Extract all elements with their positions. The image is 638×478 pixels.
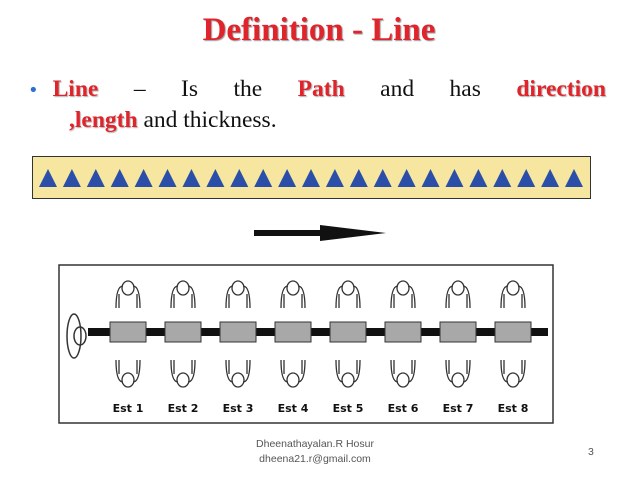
triangle-icon (86, 169, 105, 187)
triangle-icon (517, 169, 536, 187)
triangle-icon (541, 169, 560, 187)
worker-icon (335, 359, 361, 388)
triangle-row (39, 169, 583, 187)
station-label: Est 4 (278, 402, 309, 415)
keyword-path: Path (297, 76, 345, 102)
workstation (439, 321, 477, 343)
station-label: Est 1 (113, 402, 144, 415)
triangle-icon (397, 169, 416, 187)
keyword-line: Line (52, 76, 99, 102)
station-label: Est 8 (498, 402, 529, 415)
triangle-icon (421, 169, 440, 187)
triangle-icon (302, 169, 320, 187)
assembly-line-diagram: Est 1 Est 2 Est 3 Est 4 Est 5 Est 6 Est 7 Est 8 (58, 264, 554, 424)
author-email: dheena21.r@gmail.com (259, 453, 371, 465)
worker-icon (445, 359, 471, 388)
conveyor-belt (88, 328, 548, 336)
worker-icon (225, 359, 251, 388)
operator-icon (66, 313, 87, 359)
word-the: the (233, 76, 263, 102)
word-and: and (380, 76, 415, 102)
worker-icon (390, 280, 416, 309)
triangle-icon (230, 169, 249, 187)
workstation (109, 321, 147, 343)
keyword-length: ,length (69, 107, 138, 133)
triangle-icon (445, 169, 464, 187)
worker-icon (445, 280, 471, 309)
worker-icon (280, 359, 306, 388)
worker-icon (500, 359, 526, 388)
triangle-icon (39, 169, 57, 187)
worker-icon (390, 359, 416, 388)
workstation (384, 321, 422, 343)
triangle-icon (206, 169, 225, 187)
workstation (329, 321, 367, 343)
triangle-icon (278, 169, 297, 187)
triangle-icon (134, 169, 153, 187)
station-label: Est 2 (168, 402, 199, 415)
author-name: Dheenathayalan.R Hosur (256, 438, 374, 450)
workstation (164, 321, 202, 343)
worker-icon (170, 280, 196, 309)
station-label: Est 3 (223, 402, 254, 415)
bullet-line-1: • Line – Is the Path and has direction (28, 76, 606, 103)
worker-icon (500, 280, 526, 309)
workstation (274, 321, 312, 343)
word-is: Is (181, 76, 199, 102)
bullet-icon: • (28, 80, 39, 101)
bullet-line-2: ,length and thickness. (28, 107, 606, 134)
workstation (219, 321, 257, 343)
triangle-icon (325, 169, 344, 187)
station-label: Est 5 (333, 402, 364, 415)
worker-icon (335, 280, 361, 309)
slide-title: Definition - Line (202, 12, 436, 48)
triangle-icon (349, 169, 368, 187)
triangle-icon (110, 169, 129, 187)
worker-icon (115, 280, 141, 309)
triangle-icon (182, 169, 201, 187)
workstation (494, 321, 532, 343)
triangle-icon (62, 169, 81, 187)
triangle-icon (254, 169, 273, 187)
triangle-icon (158, 169, 177, 187)
triangle-band (32, 156, 591, 199)
triangle-icon (469, 169, 488, 187)
keyword-direction: direction (516, 76, 606, 102)
worker-icon (115, 359, 141, 388)
word-has: has (449, 76, 481, 102)
triangle-icon (493, 169, 512, 187)
worker-icon (280, 280, 306, 309)
triangle-icon (373, 169, 392, 187)
worker-icon (170, 359, 196, 388)
word-thickness: and thickness. (143, 107, 277, 133)
triangle-icon (565, 169, 583, 187)
station-label: Est 6 (388, 402, 419, 415)
footer-author: Dheenathayalan.R Hosur dheena21.r@gmail.… (230, 437, 400, 467)
station-label: Est 7 (443, 402, 474, 415)
worker-icon (225, 280, 251, 309)
bullet-point: • Line – Is the Path and has direction ,… (28, 76, 606, 134)
word-dash: – (133, 76, 146, 102)
direction-arrow-icon (254, 225, 386, 241)
page-number: 3 (588, 446, 594, 458)
